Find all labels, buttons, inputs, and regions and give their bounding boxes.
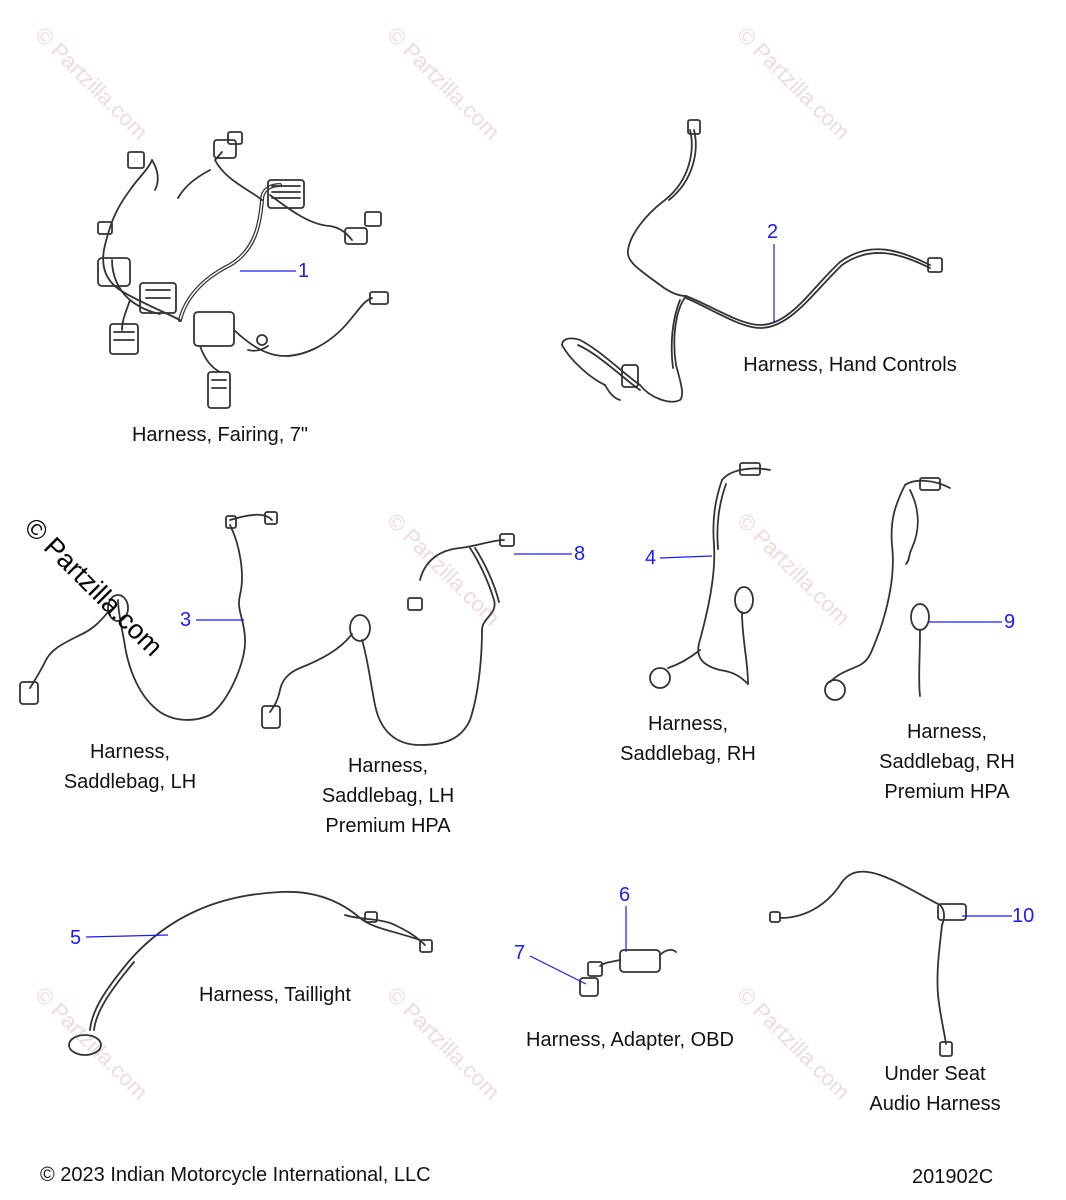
callout-3: 3 (180, 609, 192, 631)
caption-obd-adapter: Harness, Adapter, OBD (505, 1025, 755, 1055)
caption-line: Saddlebag, RH (620, 743, 756, 765)
caption-taillight-harness: Harness, Taillight (180, 980, 370, 1010)
saddlebag-rh-harness-drawing (649, 462, 771, 689)
callout-1: 1 (298, 260, 310, 282)
diagram-id: 201902C (912, 1166, 994, 1188)
copyright-notice: © 2023 Indian Motorcycle International, … (40, 1164, 431, 1186)
caption-line: Premium HPA (325, 815, 451, 837)
obd-adapter-drawing (579, 948, 677, 997)
callout-7: 7 (514, 942, 526, 964)
caption-under-seat-audio: Under Seat Audio Harness (855, 1059, 1015, 1119)
caption-line: Harness, (89, 741, 171, 763)
caption-line: Harness, (647, 713, 729, 735)
caption-saddlebag-rh: Harness, Saddlebag, RH (608, 709, 768, 769)
under-seat-audio-harness-drawing (769, 870, 967, 1057)
caption-line: Harness, Taillight (199, 984, 351, 1006)
caption-line: Harness, Adapter, OBD (526, 1029, 734, 1051)
callout-10: 10 (1012, 905, 1035, 927)
caption-line: Harness, Fairing, 7" (131, 424, 309, 446)
fairing-harness-drawing (97, 131, 389, 409)
caption-line: Harness, (906, 721, 988, 743)
caption-line: Harness, Hand Controls (743, 354, 957, 376)
taillight-harness-drawing (68, 890, 433, 1056)
caption-fairing-harness: Harness, Fairing, 7" (110, 420, 330, 450)
callout-8: 8 (574, 543, 586, 565)
caption-saddlebag-rh-premium: Harness, Saddlebag, RH Premium HPA (862, 717, 1032, 807)
saddlebag-lh-premium-harness-drawing (261, 533, 515, 746)
callout-4: 4 (645, 547, 657, 569)
leader-lines (85, 244, 1012, 985)
caption-line: Saddlebag, LH (63, 771, 197, 793)
saddlebag-rh-premium-harness-drawing (824, 477, 951, 701)
saddlebag-lh-harness-drawing (19, 511, 278, 721)
caption-saddlebag-lh-premium: Harness, Saddlebag, LH Premium HPA (308, 751, 468, 841)
hand-controls-harness-drawing (561, 119, 943, 403)
callout-6: 6 (619, 884, 631, 906)
caption-hand-controls-harness: Harness, Hand Controls (720, 350, 980, 380)
caption-line: Saddlebag, LH (321, 785, 455, 807)
caption-line: Audio Harness (869, 1093, 1001, 1115)
caption-line: Under Seat (884, 1063, 986, 1085)
caption-saddlebag-lh: Harness, Saddlebag, LH (50, 737, 210, 797)
caption-line: Saddlebag, RH (879, 751, 1015, 773)
callout-5: 5 (70, 927, 82, 949)
callout-9: 9 (1004, 611, 1016, 633)
caption-line: Premium HPA (884, 781, 1010, 803)
caption-line: Harness, (347, 755, 429, 777)
callout-2: 2 (767, 221, 779, 243)
